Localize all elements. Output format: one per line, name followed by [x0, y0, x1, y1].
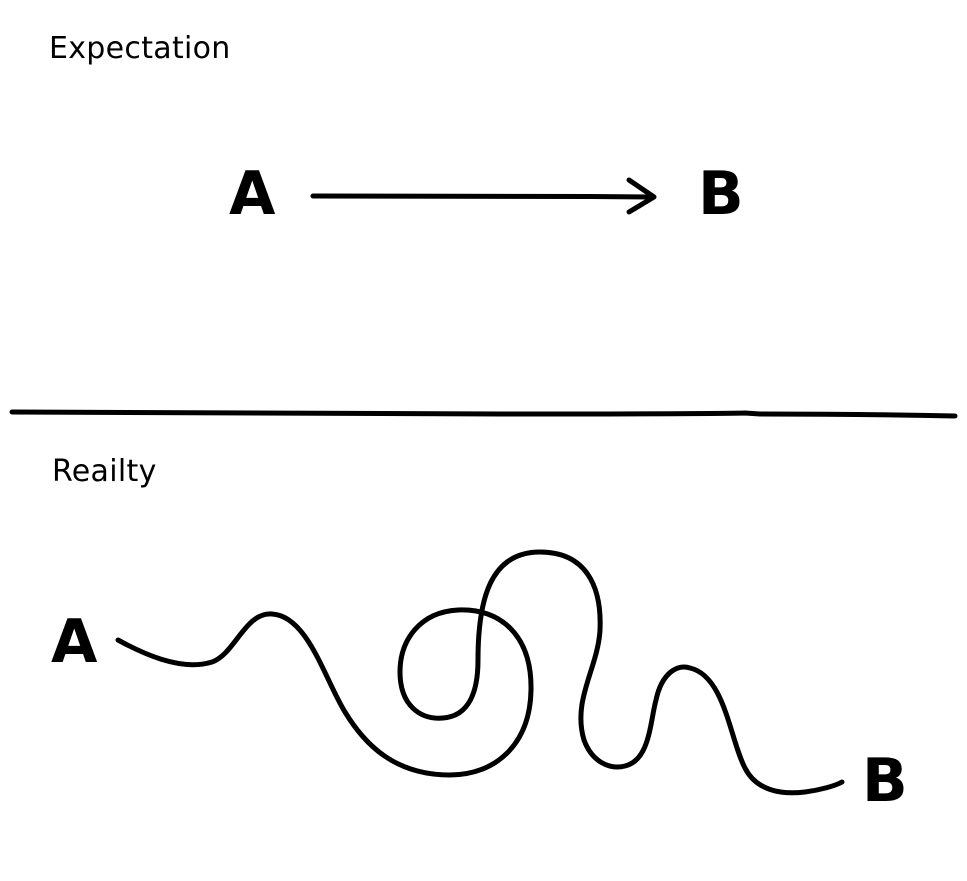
reality-squiggle-path [115, 549, 845, 796]
expectation-end-label: B [698, 159, 744, 229]
expectation-title: Expectation [49, 31, 231, 66]
expectation-arrow-shaft [310, 193, 655, 200]
section-divider [9, 409, 958, 419]
reality-start-label: A [51, 607, 98, 677]
reality-end-label: B [862, 746, 908, 816]
expectation-arrow-head [626, 177, 657, 215]
expectation-arrow [310, 177, 657, 215]
reality-title: Reailty [52, 454, 157, 489]
expectation-start-label: A [229, 159, 276, 229]
